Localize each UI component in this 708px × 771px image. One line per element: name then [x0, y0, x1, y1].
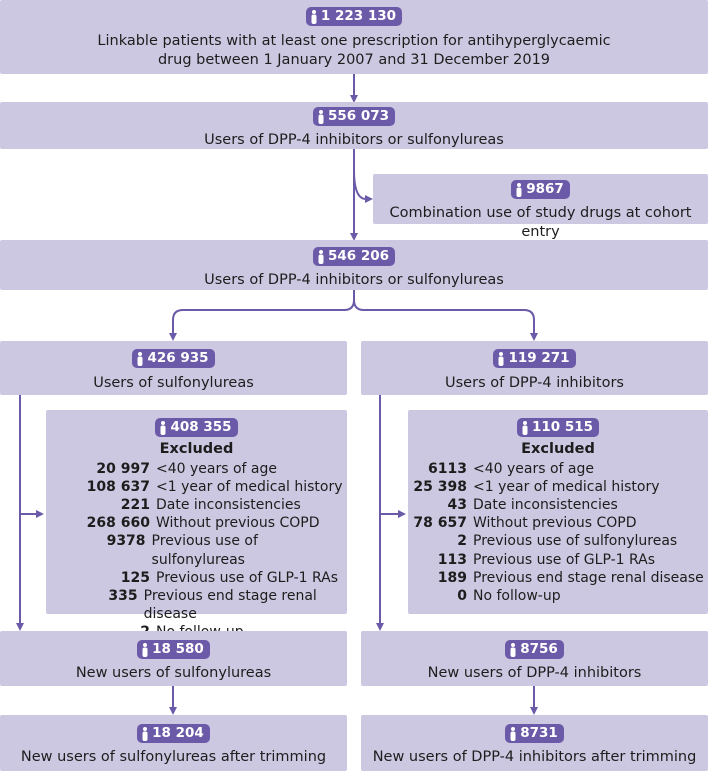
box-label: New users of DPP-4 inhibitors — [427, 664, 642, 681]
box-combination-excluded: 9867 Combination use of study drugs at c… — [373, 174, 708, 240]
count-badge: 119 271 — [493, 349, 576, 368]
count-value: 546 206 — [327, 248, 390, 264]
box-new-dpp4-users: 8756 New users of DPP-4 inhibitors — [361, 631, 708, 686]
excluded-heading: Excluded — [159, 440, 234, 457]
person-icon — [160, 420, 166, 435]
box-dpp4-users: 119 271 Users of DPP-4 inhibitors — [361, 341, 708, 395]
count-value: 426 935 — [147, 350, 209, 366]
arrow-users1-to-combo — [353, 169, 373, 203]
person-icon — [318, 249, 324, 264]
exclusion-list: 6113<40 years of age 25 398<1 year of me… — [408, 460, 708, 606]
box-label: Users of DPP-4 inhibitors — [445, 374, 624, 391]
box-dpp4-trimmed: 8731 New users of DPP-4 inhibitors after… — [361, 715, 708, 771]
exclusion-list: 20 997<40 years of age 108 637<1 year of… — [46, 460, 347, 642]
box-linkable-patients: 1 223 130 Linkable patients with at leas… — [0, 0, 708, 74]
person-icon — [510, 726, 516, 741]
count-value: 408 355 — [170, 419, 232, 435]
excluded-heading: Excluded — [521, 440, 595, 457]
box-label: New users of sulfonylureas after trimmin… — [20, 748, 327, 765]
box-label: Users of DPP-4 inhibitors or sulfonylure… — [204, 131, 504, 148]
box-label: New users of sulfonylureas — [75, 664, 272, 681]
count-value: 8731 — [520, 725, 558, 741]
exclusion-row: 25 398<1 year of medical history — [413, 478, 660, 495]
count-value: 18 204 — [152, 725, 204, 741]
count-badge: 18 580 — [137, 640, 210, 659]
box-sulfonylurea-trimmed: 18 204 New users of sulfonylureas after … — [0, 715, 347, 771]
count-badge: 9867 — [511, 180, 570, 199]
count-badge: 556 073 — [312, 107, 396, 126]
box-sulfonylurea-excluded: 408 355 Excluded 20 997<40 years of age … — [46, 410, 347, 640]
box-label: Users of sulfonylureas — [93, 374, 254, 391]
count-badge: 8756 — [505, 640, 564, 659]
count-badge: 110 515 — [516, 418, 600, 437]
person-icon — [522, 420, 528, 435]
person-icon — [137, 351, 143, 366]
person-icon — [311, 9, 317, 24]
person-icon — [142, 642, 148, 657]
exclusion-row: 108 637<1 year of medical history — [86, 478, 343, 495]
person-icon — [498, 351, 504, 366]
exclusion-row: 20 997<40 years of age — [96, 460, 277, 477]
person-icon — [318, 109, 324, 124]
box-dpp4-excluded: 110 515 Excluded 6113<40 years of age 25… — [408, 410, 708, 614]
box-label-line-2: drug between 1 January 2007 and 31 Decem… — [157, 51, 551, 68]
box-new-sulfonylurea-users: 18 580 New users of sulfonylureas — [0, 631, 347, 686]
box-users-initial: 556 073 Users of DPP-4 inhibitors or sul… — [0, 102, 708, 149]
count-value: 1 223 130 — [320, 8, 397, 24]
box-sulfonylurea-users: 426 935 Users of sulfonylureas — [0, 341, 347, 395]
box-users-eligible: 546 206 Users of DPP-4 inhibitors or sul… — [0, 240, 708, 290]
arrow-users2-to-su — [169, 290, 355, 341]
box-label: New users of DPP-4 inhibitors after trim… — [372, 748, 697, 765]
count-value: 9867 — [526, 181, 564, 197]
count-badge: 18 204 — [137, 724, 210, 743]
count-badge: 408 355 — [155, 418, 238, 437]
box-label: Users of DPP-4 inhibitors or sulfonylure… — [204, 271, 504, 288]
arrow-users2-to-dpp — [353, 299, 538, 341]
count-value: 18 580 — [152, 641, 204, 657]
count-value: 110 515 — [531, 419, 594, 435]
exclusion-row: 6113<40 years of age — [428, 460, 594, 477]
person-icon — [510, 642, 516, 657]
person-icon — [516, 182, 522, 197]
box-label: Combination use of study drugs at cohort… — [389, 204, 692, 240]
box-label-line-1: Linkable patients with at least one pres… — [97, 32, 611, 49]
count-badge: 8731 — [505, 724, 564, 743]
count-badge: 426 935 — [132, 349, 215, 368]
count-value: 556 073 — [327, 108, 390, 124]
person-icon — [142, 726, 148, 741]
count-badge: 546 206 — [312, 247, 396, 266]
count-value: 8756 — [520, 641, 558, 657]
count-badge: 1 223 130 — [305, 7, 403, 26]
count-value: 119 271 — [508, 350, 570, 366]
